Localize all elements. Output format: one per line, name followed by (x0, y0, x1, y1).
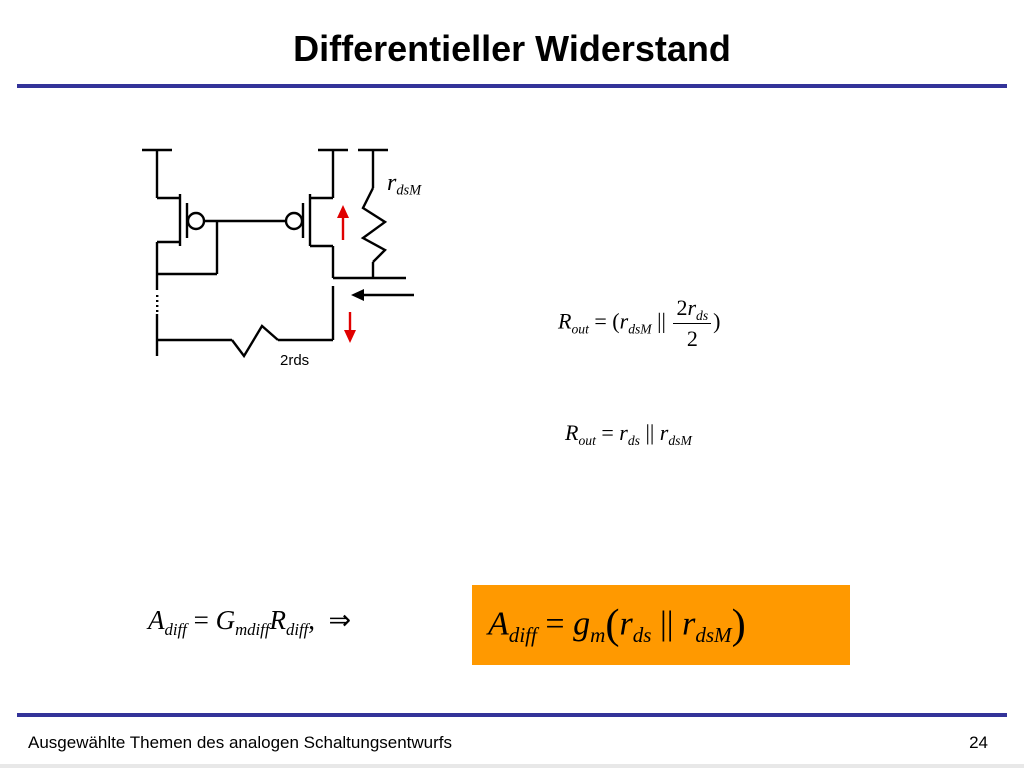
formula-rout-fraction: Rout = (rdsM || 2rds 2 ) (558, 295, 721, 352)
footer-divider (17, 713, 1007, 717)
result-highlight-box (472, 585, 850, 665)
dotted-break (156, 295, 159, 312)
formula-gain-definition: Adiff = GmdiffRdiff, ⇒ (148, 605, 352, 639)
rdsm-label: rdsM (387, 170, 422, 199)
slide-title: Differentieller Widerstand (293, 28, 731, 69)
bottom-strip (0, 764, 1024, 768)
input-arrow-left (351, 289, 414, 301)
page-number: 24 (969, 733, 988, 752)
resistor-2rds (231, 324, 279, 359)
title-divider (17, 84, 1007, 88)
resistor-2rds-label: 2rds (280, 352, 310, 369)
left-gate-bubble (186, 211, 206, 231)
right-gate-bubble (284, 211, 304, 231)
formula-rout-parallel: Rout = rds || rdsM (565, 420, 692, 448)
rdsm-resistor (360, 187, 388, 263)
formula-differential-gain: Adiff = gm(rds || rdsM) (488, 601, 746, 648)
current-arrow-down (344, 312, 356, 343)
current-arrow-up (337, 205, 349, 240)
fraction: 2rds 2 (673, 295, 712, 352)
footer-course-title: Ausgewählte Themen des analogen Schaltun… (28, 733, 453, 752)
